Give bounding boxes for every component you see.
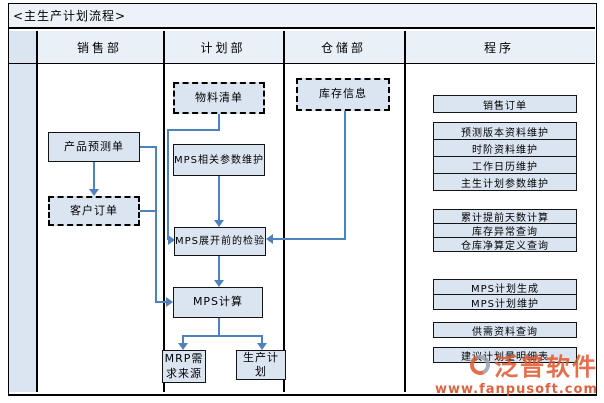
program-mps-generate: MPS计划生成 [433, 279, 577, 295]
program-forecast-version: 预测版本资料维护 [433, 122, 577, 140]
program-group-suggestion: 建议计划量明细表 [433, 347, 577, 363]
flow-line [218, 114, 220, 130]
flow-line [155, 146, 157, 302]
lane-header-programs: 程序 [483, 40, 514, 55]
program-group-maintenance: 预测版本资料维护 时阶资料维护 工作日历维护 主生计划参数维护 [433, 122, 577, 191]
lane-header-blank [9, 31, 36, 63]
program-suggested-plan-detail: 建议计划量明细表 [433, 347, 577, 363]
mps-calc-node: MPS计算 [173, 287, 263, 318]
vendor-watermark: 泛普软件 www.fanpusoft.com [435, 347, 598, 397]
program-net-calc-definition: 仓库净算定义查询 [433, 237, 577, 252]
mps-check-node: MPS展开前的检验 [174, 227, 266, 256]
lane-divider-2 [163, 31, 165, 392]
program-group-supply-demand: 供需资料查询 [433, 322, 577, 338]
program-inventory-exception: 库存异常查询 [433, 223, 577, 238]
flow-line [182, 335, 263, 337]
lane-header-sales: 销售部 [76, 40, 122, 55]
lane-index-column [9, 31, 36, 392]
flow-line [167, 129, 169, 240]
program-work-calendar: 工作日历维护 [433, 156, 577, 174]
customer-order-node: 客户订单 [48, 196, 140, 226]
arrowhead-icon [266, 234, 273, 244]
mrp-source-node: MRP需求来源 [162, 350, 206, 383]
vendor-brand: 泛普软件 [494, 353, 598, 381]
program-group-sales-order: 销售订单 [433, 95, 577, 113]
inventory-info-node: 库存信息 [296, 78, 390, 111]
production-plan-node: 生产计划 [236, 350, 286, 380]
mps-params-node: MPS相关参数维护 [173, 144, 265, 176]
arrowhead-icon [257, 343, 267, 350]
program-time-bucket: 时阶资料维护 [433, 139, 577, 157]
arrowhead-icon [214, 280, 224, 287]
lane-header-row: 销售部 计划部 仓储部 程序 [9, 31, 595, 64]
vendor-logo-icon [467, 351, 493, 378]
lane-divider-4 [404, 31, 406, 392]
flow-line [218, 318, 220, 336]
arrowhead-icon [89, 189, 99, 196]
arrowhead-icon [178, 343, 188, 350]
program-group-queries: 累计提前天数计算 库存异常查询 仓库净算定义查询 [433, 209, 577, 252]
lane-header-warehouse: 仓储部 [320, 40, 366, 55]
flow-line [182, 335, 184, 344]
program-lead-days: 累计提前天数计算 [433, 209, 577, 224]
program-group-mps-plan: MPS计划生成 MPS计划维护 [433, 279, 577, 310]
vendor-url: www.fanpusoft.com [434, 382, 598, 397]
program-supply-demand-query: 供需资料查询 [433, 322, 577, 338]
program-mps-maintain: MPS计划维护 [433, 294, 577, 310]
arrowhead-icon [214, 220, 224, 227]
flow-line [155, 301, 167, 303]
flow-line [273, 238, 346, 240]
flow-line [140, 210, 156, 212]
product-forecast-node: 产品预测单 [48, 132, 140, 162]
flow-line [93, 162, 95, 190]
lane-divider-3 [283, 31, 285, 392]
flow-line [261, 335, 263, 344]
bom-node: 物料清单 [173, 82, 265, 114]
flow-line [218, 176, 220, 221]
flow-line [167, 129, 220, 131]
diagram-frame [8, 3, 597, 396]
lane-header-planning: 计划部 [200, 40, 246, 55]
arrowhead-icon [168, 235, 175, 245]
program-sales-order: 销售订单 [433, 95, 577, 113]
flow-line [344, 111, 346, 240]
diagram-title: <主生产计划流程> [13, 9, 127, 23]
diagram-title-bar: <主生产计划流程> [9, 4, 595, 29]
flow-line [218, 256, 220, 281]
program-mps-parameters: 主生计划参数维护 [433, 173, 577, 191]
flow-line [140, 146, 156, 148]
lane-divider-1 [36, 31, 38, 392]
arrowhead-icon [166, 297, 173, 307]
